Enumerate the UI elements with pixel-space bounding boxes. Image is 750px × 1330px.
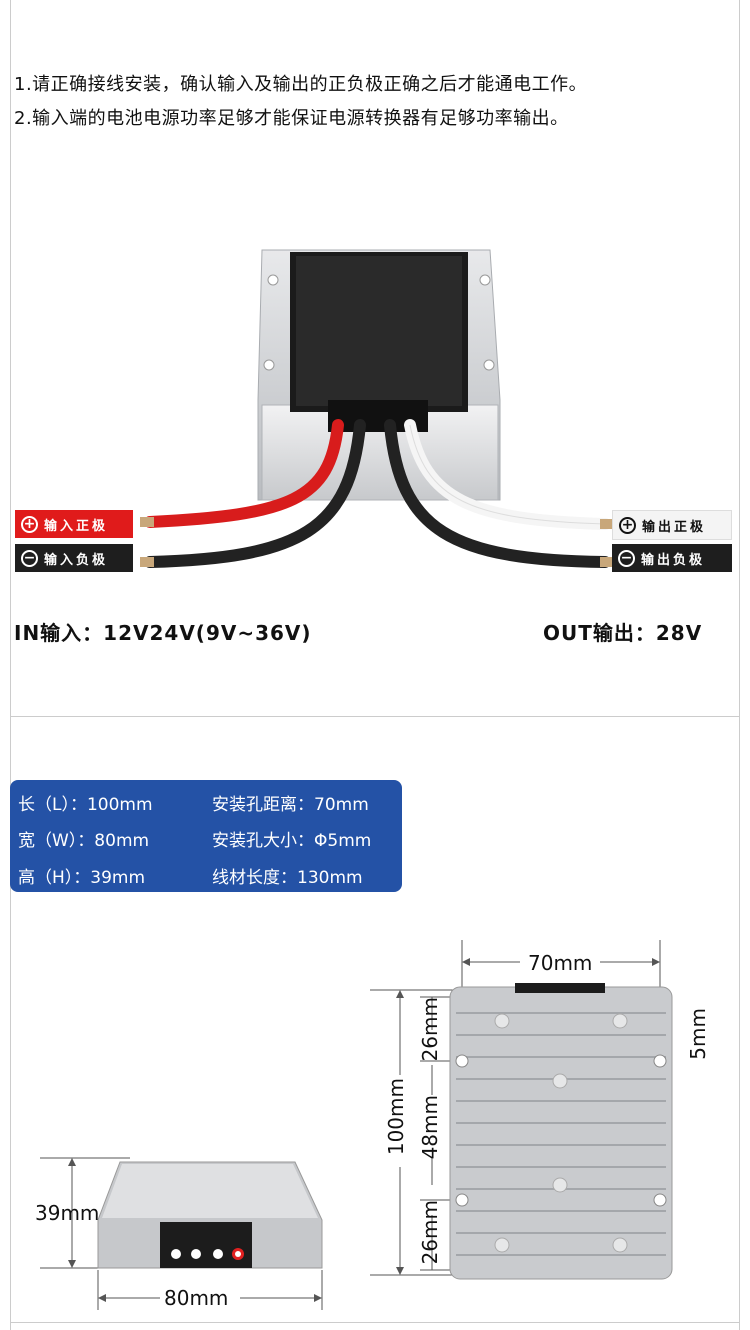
height-dimension: 39mm bbox=[35, 1201, 100, 1225]
top-view-drawing bbox=[370, 940, 673, 1280]
output-positive-label: + 输出正极 bbox=[612, 510, 732, 540]
input-positive-label: + 输入正极 bbox=[15, 510, 133, 538]
side-view-drawing bbox=[40, 1157, 323, 1310]
length-dimension: 100mm bbox=[384, 1078, 408, 1156]
output-negative-label: − 输出负极 bbox=[612, 544, 732, 572]
note-line-1: 1.请正确接线安装，确认输入及输出的正负极正确之后才能通电工作。 bbox=[14, 74, 588, 95]
top-gap-dimension: 26mm bbox=[418, 997, 442, 1062]
input-positive-text: 输入正极 bbox=[44, 518, 109, 534]
output-voltage: OUT输出：28V bbox=[543, 621, 703, 645]
plus-icon: + bbox=[21, 515, 38, 533]
minus-icon: − bbox=[618, 549, 635, 567]
input-voltage: IN输入：12V24V(9V~36V) bbox=[14, 621, 312, 645]
hole-size-dimension: 5mm bbox=[686, 1008, 710, 1060]
spec-length: 长（L）：100mm bbox=[18, 795, 153, 815]
minus-icon: − bbox=[21, 549, 38, 567]
note-line-2: 2.输入端的电池电源功率足够才能保证电源转换器有足够功率输出。 bbox=[14, 108, 569, 129]
converter-photo bbox=[140, 249, 614, 568]
spec-width: 宽（W）：80mm bbox=[18, 831, 150, 851]
spec-wire-length: 线材长度：130mm bbox=[212, 868, 363, 888]
input-negative-label: − 输入负极 bbox=[15, 544, 133, 572]
middle-gap-dimension: 48mm bbox=[418, 1095, 442, 1160]
output-negative-text: 输出负极 bbox=[641, 552, 706, 568]
section-divider bbox=[10, 716, 739, 717]
bottom-gap-dimension: 26mm bbox=[418, 1200, 442, 1265]
spec-hole-distance: 安装孔距离：70mm bbox=[212, 795, 369, 815]
width-dimension: 80mm bbox=[164, 1286, 229, 1310]
plus-icon: + bbox=[619, 516, 636, 534]
page-frame bbox=[10, 0, 740, 1330]
output-positive-text: 输出正极 bbox=[642, 519, 707, 535]
hole-distance-dimension: 70mm bbox=[528, 951, 593, 975]
spec-height: 高（H）：39mm bbox=[18, 868, 146, 888]
input-negative-text: 输入负极 bbox=[44, 552, 109, 568]
bottom-divider bbox=[10, 1322, 739, 1323]
spec-box: 长（L）：100mm 安装孔距离：70mm 宽（W）：80mm 安装孔大小：Φ5… bbox=[10, 780, 402, 892]
spec-hole-size: 安装孔大小：Φ5mm bbox=[212, 831, 372, 851]
